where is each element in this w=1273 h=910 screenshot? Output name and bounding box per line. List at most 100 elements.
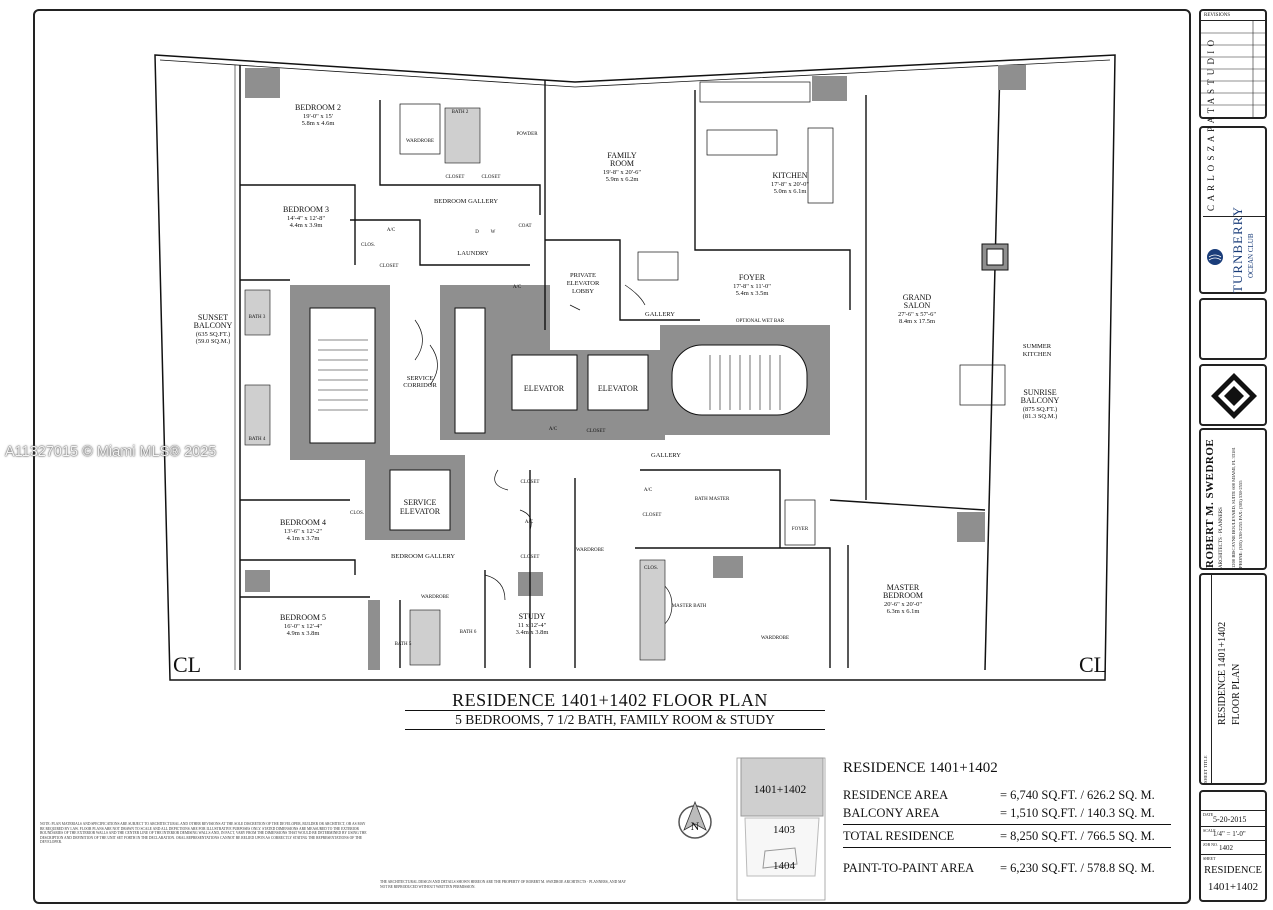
- master-bath-label: MASTER BATH: [672, 604, 707, 609]
- svg-text:ELEVATOR: ELEVATOR: [400, 507, 441, 516]
- bedroom-gallery-top-label: BEDROOM GALLERY: [434, 198, 498, 205]
- building-outline: [154, 54, 1116, 681]
- svg-text:(59.0 SQ.M.): (59.0 SQ.M.): [196, 338, 231, 345]
- sheet-info-block: DATE 5-20-2015 SCALE 1/4" = 1'-0" JOB NO…: [1199, 790, 1267, 902]
- elevator-2-label: ELEVATOR: [598, 384, 639, 393]
- room-master-bedroom: MASTER BEDROOM 20'-6" x 20'-0" 6.3m x 6.…: [883, 583, 923, 615]
- svg-text:BALCONY: BALCONY: [194, 321, 233, 330]
- clos-label-2: CLOS.: [350, 511, 364, 516]
- closet-label-3: CLOSET: [380, 264, 399, 269]
- room-family: FAMILY ROOM 19'-8" x 20'-6" 5.9m x 6.2m: [603, 151, 641, 183]
- architect-name: ROBERT M. SWEDROE: [1204, 438, 1216, 568]
- laundry-label: LAUNDRY: [457, 250, 489, 257]
- bath-4-label: BATH 4: [249, 437, 266, 442]
- key-unit-1401-1402: 1401+1402: [754, 784, 807, 796]
- optional-wet-bar-label: OPTIONAL WET BAR: [736, 319, 785, 324]
- svg-text:19'-0" x 15': 19'-0" x 15': [303, 113, 333, 120]
- sheet-scale: 1/4" = 1'-0": [1213, 830, 1246, 838]
- svg-text:5.4m x 3.5m: 5.4m x 3.5m: [736, 290, 769, 297]
- svg-text:SUMMER: SUMMER: [1023, 343, 1052, 350]
- centerline-left: CL: [173, 652, 201, 677]
- area-total-rule: [843, 824, 1171, 825]
- room-sunrise-balcony: SUNRISE BALCONY (875 SQ.FT.) (81.3 SQ.M.…: [1021, 388, 1060, 420]
- area-row-paint-label: PAINT-TO-PAINT AREA: [843, 861, 975, 875]
- svg-text:KITCHEN: KITCHEN: [1023, 351, 1052, 358]
- room-service-corridor: SERVICE CORRIDOR: [403, 375, 437, 389]
- area-row-total-value: = 8,250 SQ.FT. / 766.5 SQ. M.: [1000, 829, 1155, 843]
- svg-text:27'-6" x 57'-6": 27'-6" x 57'-6": [898, 311, 936, 318]
- blank-block: [1199, 298, 1267, 360]
- svg-text:N: N: [691, 819, 700, 833]
- room-service-elevator: SERVICE ELEVATOR: [400, 498, 441, 516]
- clos-label-1: CLOS.: [361, 243, 375, 248]
- closet-label-2: CLOSET: [482, 175, 501, 180]
- svg-text:SERVICE: SERVICE: [404, 498, 437, 507]
- area-row-paint-value: = 6,230 SQ.FT. / 578.8 SQ. M.: [1000, 861, 1155, 875]
- architect-logo-block: [1199, 364, 1267, 426]
- svg-text:ROOM: ROOM: [610, 159, 634, 168]
- svg-text:4.9m x 3.8m: 4.9m x 3.8m: [287, 630, 320, 637]
- svg-text:5.9m x 6.2m: 5.9m x 6.2m: [606, 176, 639, 183]
- area-row-residence-value: = 6,740 SQ.FT. / 626.2 SQ. M.: [1000, 788, 1155, 802]
- mls-watermark: A11327015 © Miami MLS® 2025: [5, 444, 217, 460]
- room-grand-salon: GRAND SALON 27'-6" x 57'-6" 8.4m x 17.5m: [898, 293, 936, 325]
- floor-plan: CL CL BEDROOM 2 19'-0" x 15' 5.8m x 4.6m…: [154, 54, 1116, 681]
- svg-text:5.8m x 4.6m: 5.8m x 4.6m: [302, 120, 335, 127]
- svg-text:6.3m x 6.1m: 6.3m x 6.1m: [887, 608, 920, 615]
- closet-label-5: CLOSET: [521, 480, 540, 485]
- ac-label-2: A/C: [513, 285, 522, 290]
- wardrobe-label-2: WARDROBE: [421, 595, 449, 600]
- room-bedroom-3: BEDROOM 3 14'-4" x 12'-8" 4.4m x 3.9m: [283, 205, 329, 229]
- gallery-top-label: GALLERY: [645, 311, 675, 318]
- room-study: STUDY 11 x 12'-4" 3.4m x 3.8m: [516, 612, 549, 636]
- centerline-markers: CL CL: [173, 652, 1107, 677]
- wardrobe-label-4: WARDROBE: [761, 636, 789, 641]
- clos-label-3: CLOS.: [644, 566, 658, 571]
- sheet-title-block: SHEET TITLE RESIDENCE 1401+1402 FLOOR PL…: [1199, 573, 1267, 785]
- svg-text:4.1m x 3.7m: 4.1m x 3.7m: [287, 535, 320, 542]
- bath-5-label: BATH 5: [395, 642, 412, 647]
- sheet-number-line-2: 1401+1402: [1207, 881, 1259, 893]
- gallery-bottom-label: GALLERY: [651, 452, 681, 459]
- room-foyer: FOYER 17'-8" x 11'-0" 5.4m x 3.5m: [733, 273, 771, 297]
- svg-text:17'-8" x 11'-0": 17'-8" x 11'-0": [733, 283, 771, 290]
- svg-text:BEDROOM 3: BEDROOM 3: [283, 205, 329, 214]
- area-row-balcony-value: = 1,510 SQ.FT. / 140.3 SQ. M.: [1000, 806, 1155, 820]
- dryer-label: D: [475, 230, 479, 235]
- powder-label: POWDER: [516, 132, 538, 137]
- room-summer-kitchen: SUMMER KITCHEN: [1023, 343, 1052, 358]
- sheet-title-line-2: FLOOR PLAN: [1231, 663, 1242, 725]
- architect-block: ROBERT M. SWEDROE ARCHITECTS · PLANNERS …: [1199, 428, 1267, 570]
- architect-subtitle: ARCHITECTS · PLANNERS: [1219, 507, 1224, 568]
- disclaimer-notes: NOTE: PLAN MATERIALS AND SPECIFICATIONS …: [40, 822, 367, 844]
- svg-text:GRAND: GRAND: [903, 293, 932, 302]
- svg-text:13'-6" x 12'-2": 13'-6" x 12'-2": [284, 528, 322, 535]
- svg-text:(875 SQ.FT.): (875 SQ.FT.): [1023, 406, 1057, 413]
- brand-subtitle: OCEAN CLUB: [1247, 233, 1255, 278]
- plan-subtitle: 5 BEDROOMS, 7 1/2 BATH, FAMILY ROOM & ST…: [455, 712, 775, 727]
- turnberry-logo-icon: [1207, 249, 1223, 265]
- brand-name: TURNBERRY: [1230, 205, 1245, 293]
- svg-text:CORRIDOR: CORRIDOR: [403, 382, 437, 389]
- closet-label-7: CLOSET: [643, 513, 662, 518]
- bath-master-label: BATH MASTER: [695, 497, 730, 502]
- svg-text:SALON: SALON: [904, 301, 931, 310]
- washer-label: W: [491, 230, 496, 235]
- revisions-block: REVISIONS: [1199, 9, 1267, 119]
- ac-label-4: A/C: [525, 520, 534, 525]
- svg-text:ELEVATOR: ELEVATOR: [567, 280, 600, 287]
- svg-text:16'-0" x 12'-4": 16'-0" x 12'-4": [284, 623, 322, 630]
- svg-text:8.4m x 17.5m: 8.4m x 17.5m: [899, 318, 935, 325]
- closet-label-6: CLOSET: [521, 555, 540, 560]
- sheet-title-line-1: RESIDENCE 1401+1402: [1217, 621, 1228, 725]
- key-unit-1403: 1403: [773, 824, 796, 836]
- room-bedroom-5: BEDROOM 5 16'-0" x 12'-4" 4.9m x 3.8m: [280, 613, 326, 637]
- room-bedroom-4: BEDROOM 4 13'-6" x 12'-2" 4.1m x 3.7m: [280, 518, 326, 542]
- svg-text:5.0m x 6.1m: 5.0m x 6.1m: [774, 188, 807, 195]
- north-arrow-icon: N: [678, 800, 712, 839]
- svg-text:14'-4" x 12'-8": 14'-4" x 12'-8": [287, 215, 325, 222]
- area-total-rule-2: [843, 847, 1171, 848]
- architect-address: 1200 BISCAYNE BOULEVARD, SUITE 600 MIAMI…: [1231, 447, 1243, 568]
- foyer-2-label: FOYER: [792, 527, 809, 532]
- designer-name: C A R L O S Z A P A T A S T U D I O: [1206, 39, 1216, 211]
